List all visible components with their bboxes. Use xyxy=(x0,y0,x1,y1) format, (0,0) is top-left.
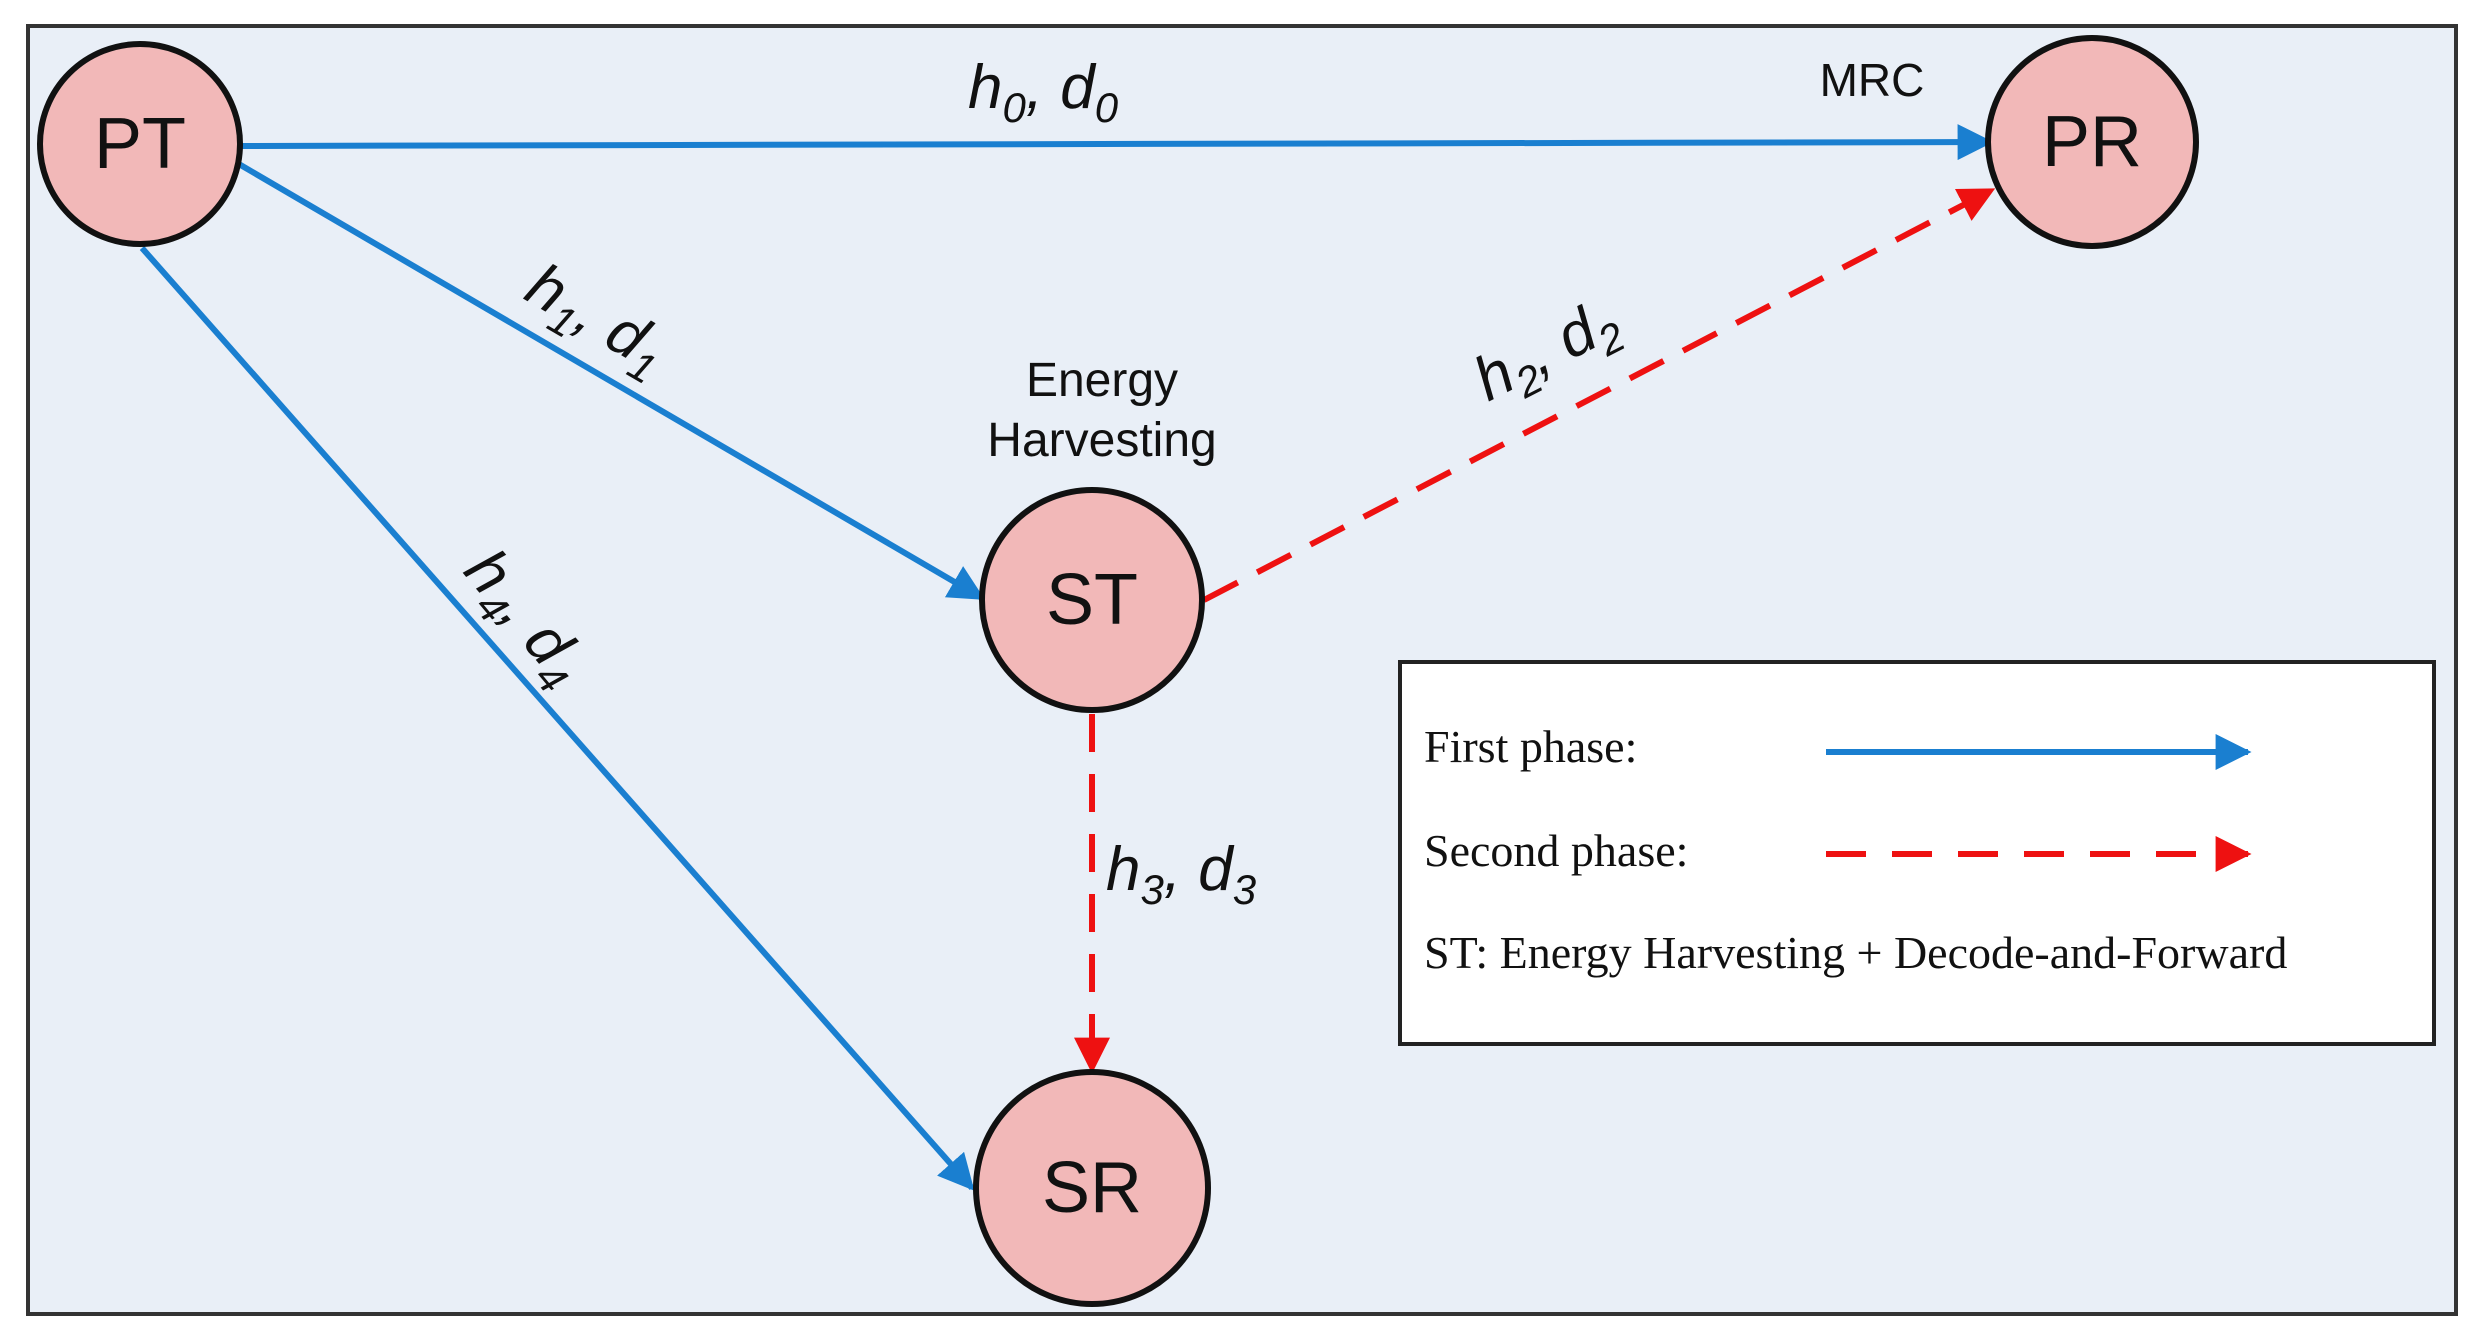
edge-label-st-sr: h3, d3 xyxy=(1106,835,1256,913)
edge-pt-pr xyxy=(237,124,1994,161)
edge-pt-st xyxy=(230,157,986,601)
legend: First phase: Second phase: ST: Energy Ha… xyxy=(1398,660,2436,1046)
energy-harvesting-line1: Energy xyxy=(1026,354,1178,407)
node-pr: PR xyxy=(1985,35,2199,249)
mrc-label: MRC xyxy=(1820,54,1925,106)
edge-st-pr xyxy=(1202,187,1996,603)
node-pt-label: PT xyxy=(94,104,186,184)
legend-second-phase-label: Second phase: xyxy=(1424,825,1688,876)
energy-harvesting-line2: Harvesting xyxy=(987,414,1216,467)
node-st-label: ST xyxy=(1046,560,1138,640)
node-pr-label: PR xyxy=(2042,102,2142,182)
node-sr: SR xyxy=(973,1069,1211,1307)
edge-pt-sr xyxy=(139,246,975,1191)
legend-first-phase-label: First phase: xyxy=(1424,721,1637,772)
edge-label-pt-pr: h0, d0 xyxy=(968,53,1119,131)
node-sr-label: SR xyxy=(1042,1148,1142,1228)
node-st: ST xyxy=(979,487,1205,713)
legend-st-note: ST: Energy Harvesting + Decode-and-Forwa… xyxy=(1424,927,2287,978)
node-pt: PT xyxy=(37,41,243,247)
